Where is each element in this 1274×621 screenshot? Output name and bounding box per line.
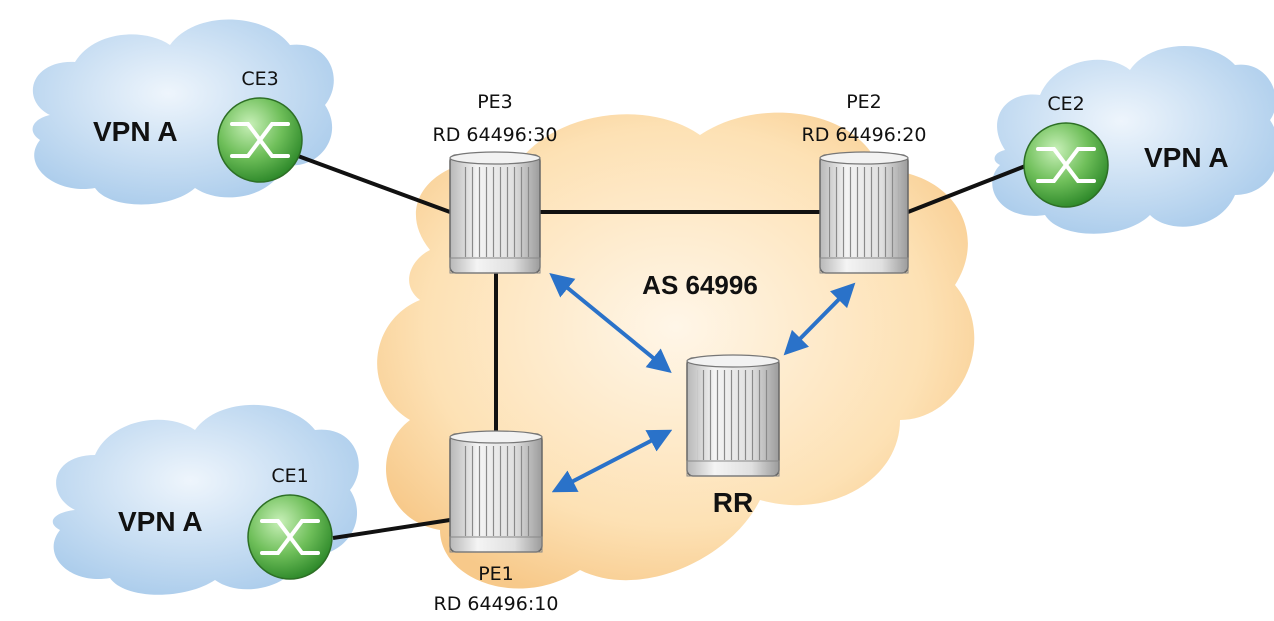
ce-label: CE1 bbox=[271, 465, 308, 487]
vpn-site-label: VPN A bbox=[1144, 142, 1229, 173]
pe-rd-label: RD 64496:10 bbox=[434, 593, 559, 615]
pe-rd-label: RD 64496:30 bbox=[433, 124, 558, 146]
pe-name-label: PE2 bbox=[846, 91, 882, 113]
ce3-router bbox=[217, 97, 303, 183]
pe3-router bbox=[449, 151, 541, 274]
link-ce3-pe3 bbox=[297, 154, 451, 214]
pe2-router bbox=[819, 151, 909, 274]
link-pe2-ce2 bbox=[907, 163, 1029, 214]
as-label: AS 64996 bbox=[642, 270, 758, 300]
bgp-sessions bbox=[549, 272, 856, 493]
ce-label: CE2 bbox=[1047, 93, 1084, 115]
bgp-session-pe2-rr bbox=[783, 282, 856, 356]
vpn-site-label: VPN A bbox=[118, 506, 203, 537]
bgp-session-pe3-rr bbox=[549, 272, 672, 374]
pe1-router bbox=[449, 430, 543, 553]
pe-rd-label: RD 64496:20 bbox=[802, 124, 927, 146]
physical-links bbox=[297, 154, 1029, 540]
rr-label: RR bbox=[713, 487, 753, 518]
bgp-session-pe1-rr bbox=[551, 429, 673, 493]
ce2-router bbox=[1023, 122, 1109, 208]
route-reflector bbox=[686, 354, 780, 477]
pe-name-label: PE3 bbox=[477, 91, 513, 113]
switch-icon bbox=[1036, 147, 1096, 183]
ce1-router bbox=[247, 494, 333, 580]
vpn-site-label: VPN A bbox=[93, 116, 178, 147]
switch-icon bbox=[260, 519, 320, 555]
pe-name-label: PE1 bbox=[478, 563, 514, 585]
link-pe1-ce1 bbox=[332, 518, 451, 540]
ce-label: CE3 bbox=[241, 68, 278, 90]
switch-icon bbox=[230, 122, 290, 158]
